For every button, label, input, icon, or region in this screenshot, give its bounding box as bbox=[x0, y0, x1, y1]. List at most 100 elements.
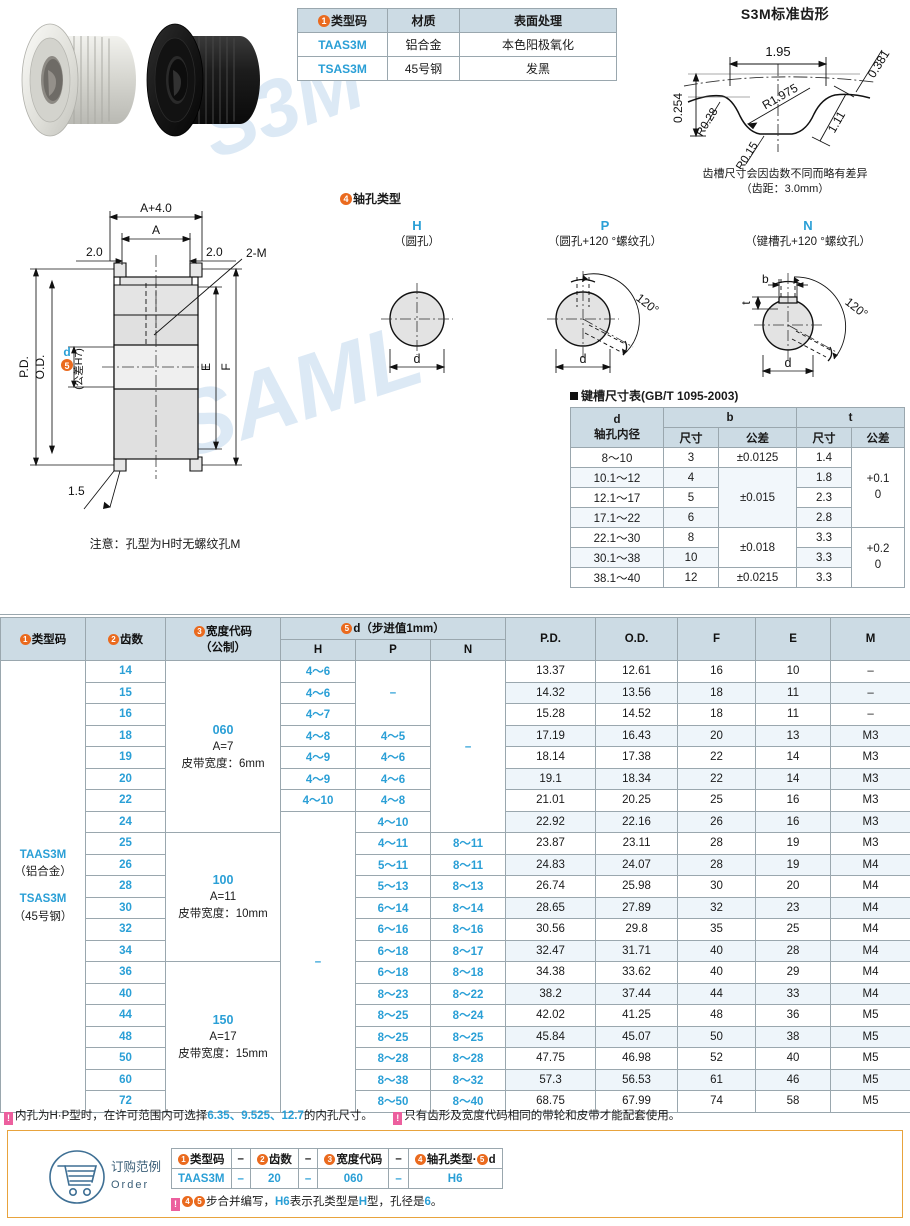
spec-f: 48 bbox=[677, 1004, 757, 1027]
dim-r-main: R1.975 bbox=[760, 81, 801, 113]
spec-f: 28 bbox=[677, 832, 757, 855]
spec-od: 31.71 bbox=[595, 939, 679, 962]
spec-od: 20.25 bbox=[595, 789, 679, 812]
keyway-b-size: 10 bbox=[663, 547, 719, 568]
bore-angle: 120° bbox=[633, 291, 661, 317]
square-bullet-icon bbox=[570, 392, 578, 400]
spec-col-e: E bbox=[755, 617, 832, 661]
dim-a-plus: A+4.0 bbox=[140, 201, 172, 215]
spec-e: 33 bbox=[755, 982, 832, 1005]
spec-bore-h: 4～8 bbox=[280, 724, 356, 747]
spec-bore-p: 8～38 bbox=[355, 1068, 431, 1091]
spec-e: 13 bbox=[755, 724, 832, 747]
spec-bore-n-dash: – bbox=[429, 660, 507, 833]
spec-od: 23.11 bbox=[595, 832, 679, 855]
dim-left: 2.0 bbox=[86, 245, 103, 259]
dim-r-left: R0.28 bbox=[694, 106, 720, 138]
spec-teeth: 32 bbox=[85, 918, 166, 941]
spec-bore-p: 8～50 bbox=[355, 1090, 431, 1113]
spec-m: M4 bbox=[830, 961, 910, 984]
spec-bore-h: 4～7 bbox=[280, 703, 356, 726]
keyway-b-size: 8 bbox=[663, 527, 719, 548]
number-badge-5 bbox=[61, 359, 73, 371]
keyway-col-b-tol: 公差 bbox=[718, 427, 797, 448]
order-value-row: TAAS3M – 20 – 060 – H6 bbox=[171, 1168, 503, 1189]
spec-teeth: 44 bbox=[85, 1004, 166, 1027]
spec-pd: 17.19 bbox=[505, 724, 597, 747]
number-badge-1: 1 bbox=[317, 15, 330, 27]
spec-od: 37.44 bbox=[595, 982, 679, 1005]
spec-od: 17.38 bbox=[595, 746, 679, 769]
spec-pd: 32.47 bbox=[505, 939, 597, 962]
spec-teeth: 40 bbox=[85, 982, 166, 1005]
order-sep: – bbox=[388, 1148, 409, 1169]
spec-bore-p: 8～25 bbox=[355, 1004, 431, 1027]
dim-height: 0.254 bbox=[671, 93, 685, 123]
spec-pd: 68.75 bbox=[505, 1090, 597, 1113]
table-row: 22 4～10 4～8 21.01 20.25 25 16 M3 bbox=[1, 789, 910, 812]
dim-flank: 1.11 bbox=[825, 108, 849, 135]
spec-e: 29 bbox=[755, 961, 832, 984]
footnote-marker-icon: ! bbox=[4, 1112, 13, 1125]
keyway-b-size: 3 bbox=[663, 447, 719, 468]
keyway-d: 10.1～12 bbox=[570, 467, 664, 488]
table-row: TAAS3M 铝合金 本色阳极氧化 bbox=[297, 32, 617, 57]
spec-m: M5 bbox=[830, 1090, 910, 1113]
spec-bore-p: 4～8 bbox=[355, 789, 431, 812]
spec-pd: 18.14 bbox=[505, 746, 597, 769]
spec-col-m: M bbox=[830, 617, 910, 661]
spec-m: M3 bbox=[830, 832, 910, 855]
number-badge-4: 4 bbox=[414, 1153, 426, 1165]
number-badge-4: 4 bbox=[340, 193, 352, 205]
table-row: 72 8～50 8～40 68.75 67.99 74 58 M5 bbox=[1, 1090, 910, 1113]
spec-f: 20 bbox=[677, 724, 757, 747]
footnote-2: !只有齿形及宽度代码相同的带轮和皮带才能配套使用。 bbox=[393, 1110, 680, 1125]
bore-type-p-desc: （圆孔+120 °螺纹孔） bbox=[547, 236, 663, 248]
dim-top-right: 0.381 bbox=[865, 47, 893, 80]
footnotes: !内孔为H·P型时，在许可范围内可选择6.35、9.525、12.7的内孔尺寸。… bbox=[0, 1105, 910, 1127]
spec-od: 12.61 bbox=[595, 660, 679, 683]
spec-e: 19 bbox=[755, 853, 832, 876]
spec-e: 14 bbox=[755, 767, 832, 790]
cross-section-drawing: A+4.0 A 2.0 2.0 2- bbox=[10, 195, 320, 535]
table-row: 60 8～38 8～32 57.3 56.53 61 46 M5 bbox=[1, 1068, 910, 1091]
order-sep: – bbox=[230, 1148, 251, 1169]
spec-m: M5 bbox=[830, 1025, 910, 1048]
spec-od: 45.07 bbox=[595, 1025, 679, 1048]
spec-bore-p: 4～5 bbox=[355, 724, 431, 747]
dim-right: 2.0 bbox=[206, 245, 223, 259]
spec-e: 11 bbox=[755, 703, 832, 726]
bore-type-p: P （圆孔+120 °螺纹孔） bbox=[505, 218, 705, 386]
spec-e: 38 bbox=[755, 1025, 832, 1048]
spec-f: 61 bbox=[677, 1068, 757, 1091]
section-note: 注意：孔型为H时无螺纹孔M bbox=[89, 537, 241, 551]
table-row: TAAS3M （铝合金） TSAS3M （45号钢） 14 060 A=7 皮带… bbox=[0, 660, 910, 1113]
svg-text:5: 5 bbox=[64, 361, 69, 371]
spec-m: – bbox=[830, 660, 910, 683]
keyway-b-size: 5 bbox=[663, 487, 719, 508]
number-badge-1: 1 bbox=[19, 634, 31, 645]
keyway-t-size: 2.3 bbox=[796, 487, 852, 508]
product-photo bbox=[8, 8, 288, 163]
keyway-t-size: 3.3 bbox=[796, 567, 852, 588]
spec-f: 25 bbox=[677, 789, 757, 812]
keyway-d: 8～10 bbox=[570, 447, 664, 468]
spec-type-code-cell: TAAS3M （铝合金） TSAS3M （45号钢） bbox=[0, 660, 86, 1113]
spec-bore-n: 8～22 bbox=[429, 982, 507, 1005]
table-row: 30.1～38 10 3.3 bbox=[570, 547, 905, 568]
table-row: 32 6～16 8～16 30.56 29.8 35 25 M4 bbox=[1, 918, 910, 941]
spec-width-code-150: 150 A=17 皮带宽度：15mm bbox=[165, 961, 281, 1113]
bore-type-h: H （圆孔） d bbox=[352, 218, 482, 386]
spec-teeth: 48 bbox=[85, 1025, 166, 1048]
spec-teeth: 72 bbox=[85, 1090, 166, 1113]
spec-od: 25.98 bbox=[595, 875, 679, 898]
tooth-profile-diagram: S3M标准齿形 1.95 bbox=[660, 4, 910, 195]
spec-m: M3 bbox=[830, 767, 910, 790]
spec-od: 14.52 bbox=[595, 703, 679, 726]
